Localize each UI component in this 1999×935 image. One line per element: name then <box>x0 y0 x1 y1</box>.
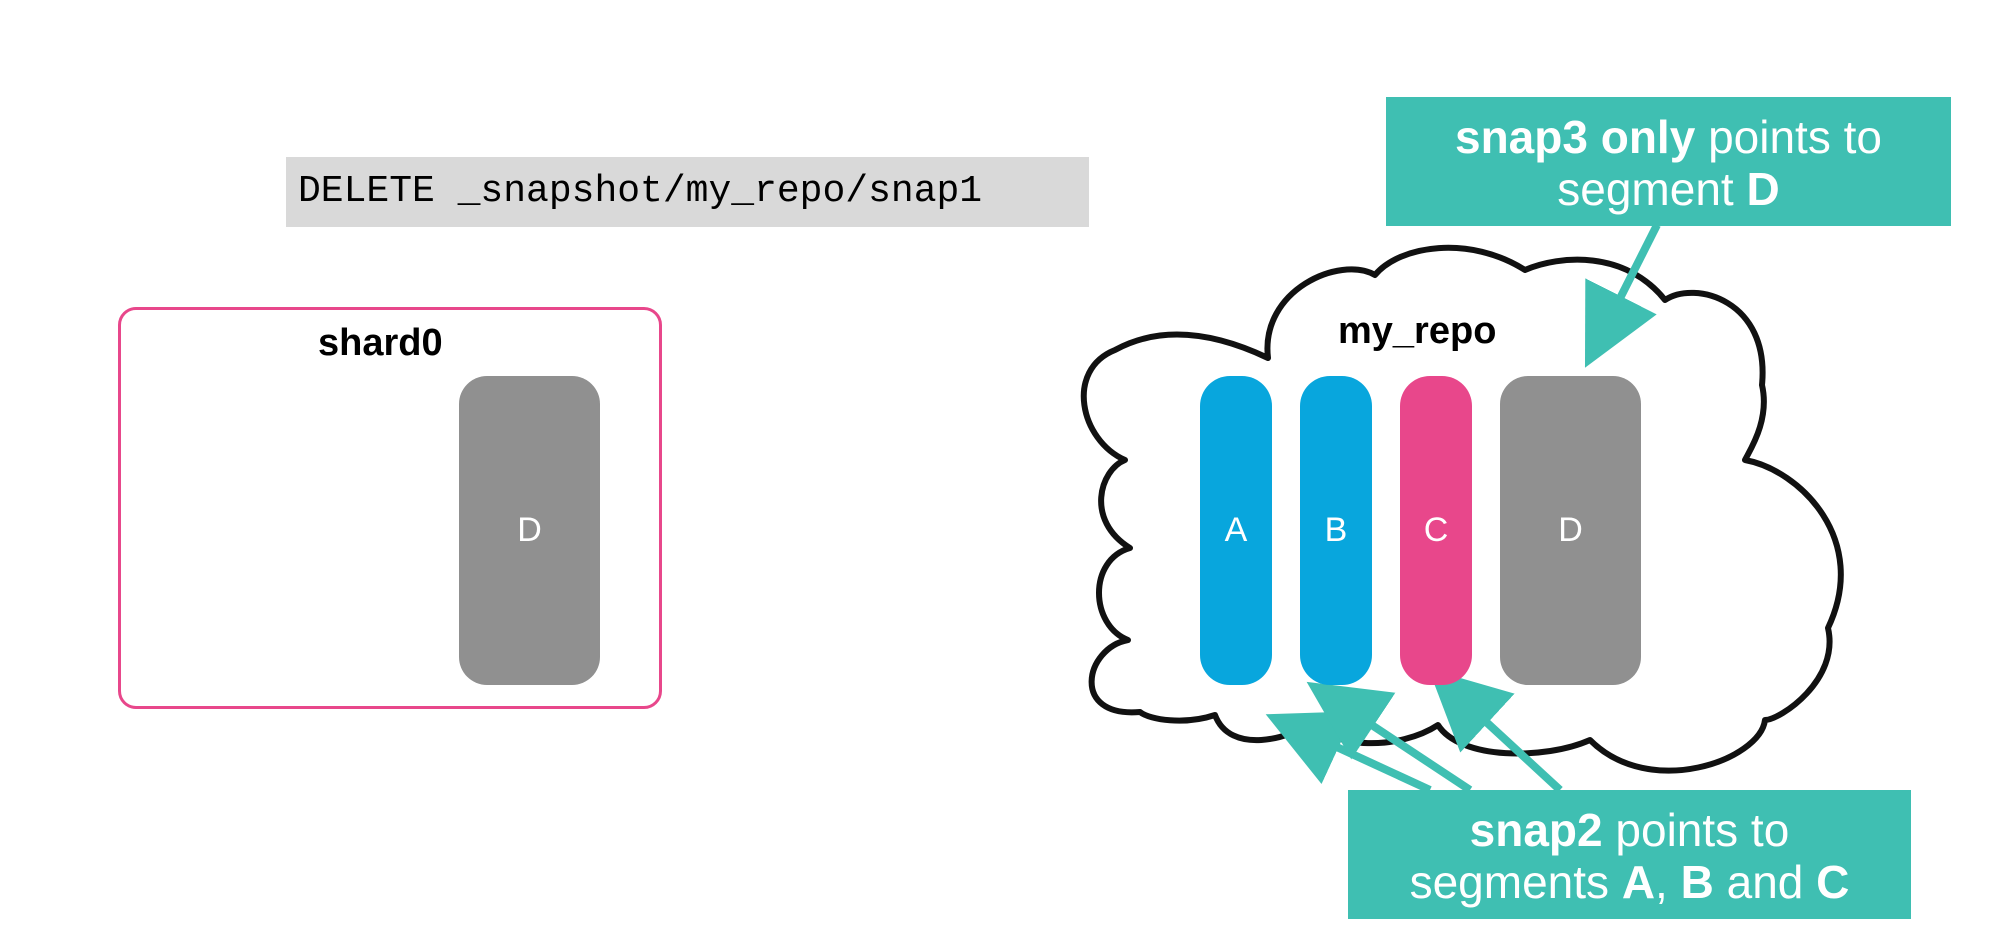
repo-segment-label-a: A <box>1224 511 1248 549</box>
snap3-callout-text2: segment <box>1557 163 1747 215</box>
arrow-snap3-to-d <box>1584 223 1661 368</box>
repo-segment-label-d: D <box>1558 511 1583 549</box>
snap3-callout-line1: snap3 only points to <box>1386 111 1951 163</box>
repo-segment-a: A <box>1200 376 1272 685</box>
arrow-snap2-to-b <box>1306 681 1473 794</box>
snap3-callout: snap3 only points to segment D <box>1386 97 1951 226</box>
snap2-callout-sep2: and <box>1713 856 1817 908</box>
shard-segment-d: D <box>459 376 600 685</box>
snap2-callout-c: C <box>1816 856 1850 908</box>
snap3-callout-line2: segment D <box>1386 163 1951 215</box>
shard-box <box>118 307 662 709</box>
shard-title: shard0 <box>318 322 443 364</box>
snap2-callout-a: A <box>1621 856 1656 908</box>
repo-segment-label-c: C <box>1423 511 1449 549</box>
snap2-callout-line2: segments A, B and C <box>1348 856 1911 908</box>
snap3-callout-bold2: D <box>1746 163 1780 215</box>
snap3-callout-text1: points to <box>1695 111 1882 163</box>
snap2-callout: snap2 points to segments A, B and C <box>1348 790 1911 919</box>
snap2-callout-b: B <box>1680 856 1714 908</box>
repo-segment-c: C <box>1400 376 1472 685</box>
snap2-callout-sep1: , <box>1655 856 1681 908</box>
snap2-callout-bold: snap2 <box>1469 804 1603 856</box>
repo-segment-label-b: B <box>1324 511 1348 549</box>
repo-title: my_repo <box>1338 310 1497 352</box>
shard-segment-label: D <box>517 511 542 549</box>
snap2-callout-text2: segments <box>1409 856 1622 908</box>
snap3-callout-bold: snap3 only <box>1455 111 1696 163</box>
delete-command: DELETE _snapshot/my_repo/snap1 <box>286 157 1089 227</box>
snap2-callout-line1: snap2 points to <box>1348 804 1911 856</box>
snap2-callout-text1: points to <box>1602 804 1790 856</box>
repo-segment-d: D <box>1500 376 1641 685</box>
repo-segment-b: B <box>1300 376 1372 685</box>
arrow-snap2-to-c <box>1428 668 1563 793</box>
